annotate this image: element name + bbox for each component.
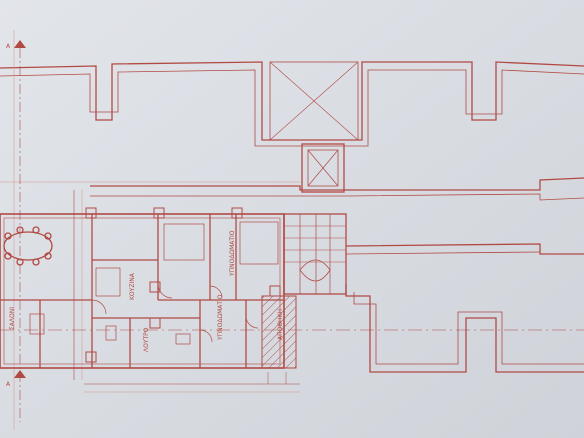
section-mark-bottom-label: A: [6, 381, 11, 388]
dining-table: [3, 231, 53, 261]
room-label-storage: ΑΠΟΘΗΚΗ: [277, 309, 284, 340]
section-mark-top-label: A: [6, 43, 11, 50]
apartment-outline: [0, 213, 285, 369]
room-label-bedroom-1: ΥΠΝΟΔΩΜΑΤΙΟ: [229, 230, 236, 277]
room-label-living: ΣΑΛΟΝΙ: [9, 307, 16, 330]
section-mark-bottom: A: [6, 370, 26, 388]
middle-wall-outline: [90, 177, 584, 191]
shaft-outline: [301, 143, 345, 193]
storage-hatch: [261, 295, 297, 369]
room-label-bath: ΛΟΥΤΡΟ: [143, 327, 150, 352]
room-label-kitchen: ΚΟΥΖΙΝΑ: [129, 272, 136, 300]
plan-linework: [0, 30, 584, 430]
room-label-bedroom-2: ΥΠΝΟΔΩΜΑΤΙΟ: [217, 294, 224, 341]
section-mark-top: A: [6, 40, 26, 50]
